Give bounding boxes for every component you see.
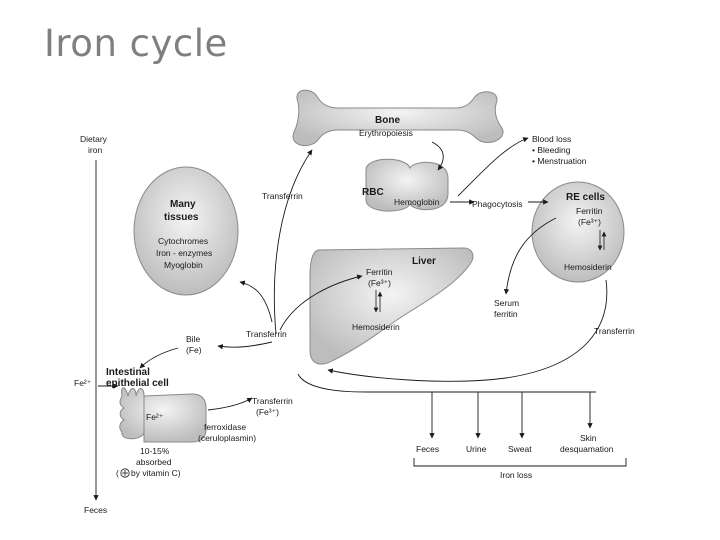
vitamin-c-open: (	[116, 468, 119, 478]
re-to-circulation-arrow	[327, 279, 608, 382]
dietary-label-2: iron	[88, 145, 102, 155]
blood-loss-menstruation: • Menstruation	[532, 156, 587, 166]
bone-title: Bone	[375, 115, 400, 126]
transferrin-top-label: Transferrin	[262, 191, 303, 201]
circulation-trunk	[297, 373, 596, 393]
transferrin-to-liver-arrow	[279, 274, 363, 331]
iron-loss-bracket	[413, 458, 627, 467]
arrows	[93, 137, 627, 501]
serum-ferritin-label-2: ferritin	[494, 309, 518, 319]
fe2-left-label: Fe²⁺	[74, 378, 92, 388]
dietary-label-1: Dietary	[80, 134, 108, 144]
re-hemosiderin-label: Hemosiderin	[564, 262, 612, 272]
blood-loss-title: Blood loss	[532, 134, 571, 144]
liver-title: Liver	[412, 256, 436, 267]
liver-ferritin-label: Ferritin	[366, 267, 393, 277]
transferrin-right-label: Transferrin	[594, 326, 635, 336]
plus-circle-icon	[120, 468, 130, 478]
cell-to-transferrin-arrow	[207, 397, 253, 411]
many-tissues-shape	[133, 166, 239, 296]
bone-to-rbc-arrow	[431, 141, 444, 171]
many-tissues-title-1: Many	[170, 199, 196, 210]
loss-skin-label: Skin	[580, 433, 597, 443]
transferrin-to-bile-arrow	[217, 341, 273, 350]
liver-hemosiderin-label: Hemosiderin	[352, 322, 400, 332]
re-ferritin-ion: (Fe³⁺)	[578, 217, 601, 227]
bile-label-1: Bile	[186, 334, 200, 344]
absorbed-percent: 10-15%	[140, 446, 170, 456]
phagocytosis-label: Phagocytosis	[472, 199, 523, 209]
erythropoiesis-label: Erythropoiesis	[359, 128, 413, 138]
iron-enzymes-label: Iron - enzymes	[156, 248, 212, 258]
cytochromes-label: Cytochromes	[158, 236, 208, 246]
vitamin-c-label: by vitamin C)	[131, 468, 181, 478]
rbc-to-blood-loss-arrow	[457, 137, 529, 197]
re-cells-shape	[531, 181, 625, 283]
loss-feces-label: Feces	[416, 444, 439, 454]
myoglobin-label: Myoglobin	[164, 260, 203, 270]
re-ferritin-label: Ferritin	[576, 206, 603, 216]
transferrin-mid-label: Transferrin	[246, 329, 287, 339]
bone-shape	[292, 89, 504, 147]
intestinal-title-2: epithelial cell	[106, 378, 169, 389]
loss-urine-label: Urine	[466, 444, 487, 454]
rbc-title: RBC	[362, 187, 384, 198]
serum-ferritin-label-1: Serum	[494, 298, 519, 308]
bile-label-2: (Fe)	[186, 345, 202, 355]
intestinal-title-1: Intestinal	[106, 367, 150, 378]
iron-cycle-diagram: Bone Erythropoiesis RBC Hemoglobin Many …	[74, 89, 635, 515]
many-tissues-title-2: tissues	[164, 212, 199, 223]
intestinal-cell-shape	[119, 387, 207, 443]
re-cells-title: RE cells	[566, 192, 605, 203]
loss-sweat-label: Sweat	[508, 444, 532, 454]
blood-loss-bleeding: • Bleeding	[532, 145, 571, 155]
transferrin-fe3-label-2: (Fe³⁺)	[256, 407, 279, 417]
hemoglobin-label: Hemoglobin	[394, 197, 440, 207]
ferroxidase-label-2: (ceruloplasmin)	[198, 433, 256, 443]
intestinal-fe2-label: Fe²⁺	[146, 412, 164, 422]
rbc-shape	[365, 158, 449, 212]
transferrin-to-tissues-arrow	[239, 280, 273, 323]
re-to-serum-ferritin-arrow	[503, 217, 557, 295]
bile-to-intestine-arrow	[139, 347, 179, 369]
absorbed-label: absorbed	[136, 457, 172, 467]
skin-desquamation-label: desquamation	[560, 444, 614, 454]
iron-loss-label: Iron loss	[500, 470, 532, 480]
liver-shape	[309, 247, 474, 365]
liver-ferritin-ion: (Fe³⁺)	[368, 278, 391, 288]
transferrin-fe3-label-1: Transferrin	[252, 396, 293, 406]
slide-title: Iron cycle	[44, 22, 228, 65]
iron-cycle-figure: Bone Erythropoiesis RBC Hemoglobin Many …	[66, 86, 656, 518]
ferroxidase-label-1: ferroxidase	[204, 422, 246, 432]
transferrin-to-bone-arrow	[273, 149, 313, 335]
feces-bottom-label: Feces	[84, 505, 107, 515]
